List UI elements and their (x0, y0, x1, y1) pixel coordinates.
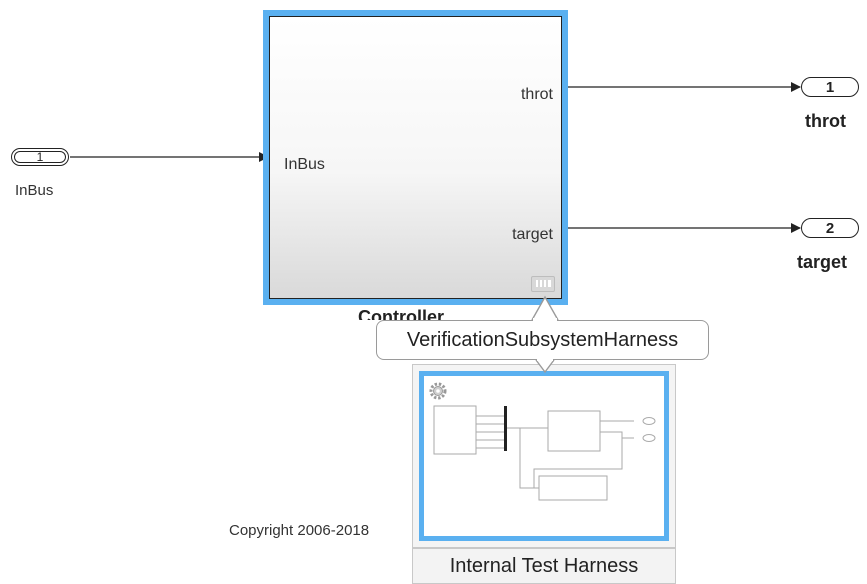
harness-source-block (433, 405, 477, 455)
input-port-label: InBus (284, 156, 325, 173)
outport-number-throt: 1 (825, 79, 835, 96)
output-port-label-target: target (512, 226, 553, 243)
controller-name: Controller (358, 307, 445, 320)
harness-preview-diagram (429, 382, 656, 501)
harness-check-block (538, 475, 608, 501)
harness-tooltip: VerificationSubsystemHarness (376, 320, 709, 360)
outport-label-throt: throt (805, 111, 846, 131)
harness-sut-block (547, 410, 601, 452)
output-port-label-throt: throt (520, 86, 553, 103)
harness-badge-icon[interactable] (531, 276, 555, 292)
outport-label-target: target (797, 252, 848, 272)
harness-thumbnail[interactable] (412, 364, 676, 548)
controller-body: InBus throt target (269, 16, 562, 299)
harness-caption[interactable]: Internal Test Harness (412, 548, 676, 584)
controller-subsystem[interactable]: InBus throt target (263, 10, 568, 305)
harness-preview (419, 371, 669, 541)
inport-label: InBus (15, 182, 54, 199)
gear-icon (429, 382, 447, 400)
inport-number: 1 (14, 151, 66, 163)
outport-block-throt[interactable]: 1 (801, 77, 859, 97)
inport-block[interactable]: 1 (11, 148, 69, 166)
outport-block-target[interactable]: 2 (801, 218, 859, 238)
harness-outport-1 (642, 417, 656, 425)
harness-mux-bar (504, 406, 507, 451)
outport-number-target: 2 (825, 220, 835, 237)
harness-outport-2 (642, 434, 656, 442)
copyright-text: Copyright 2006-2018 (229, 522, 370, 539)
